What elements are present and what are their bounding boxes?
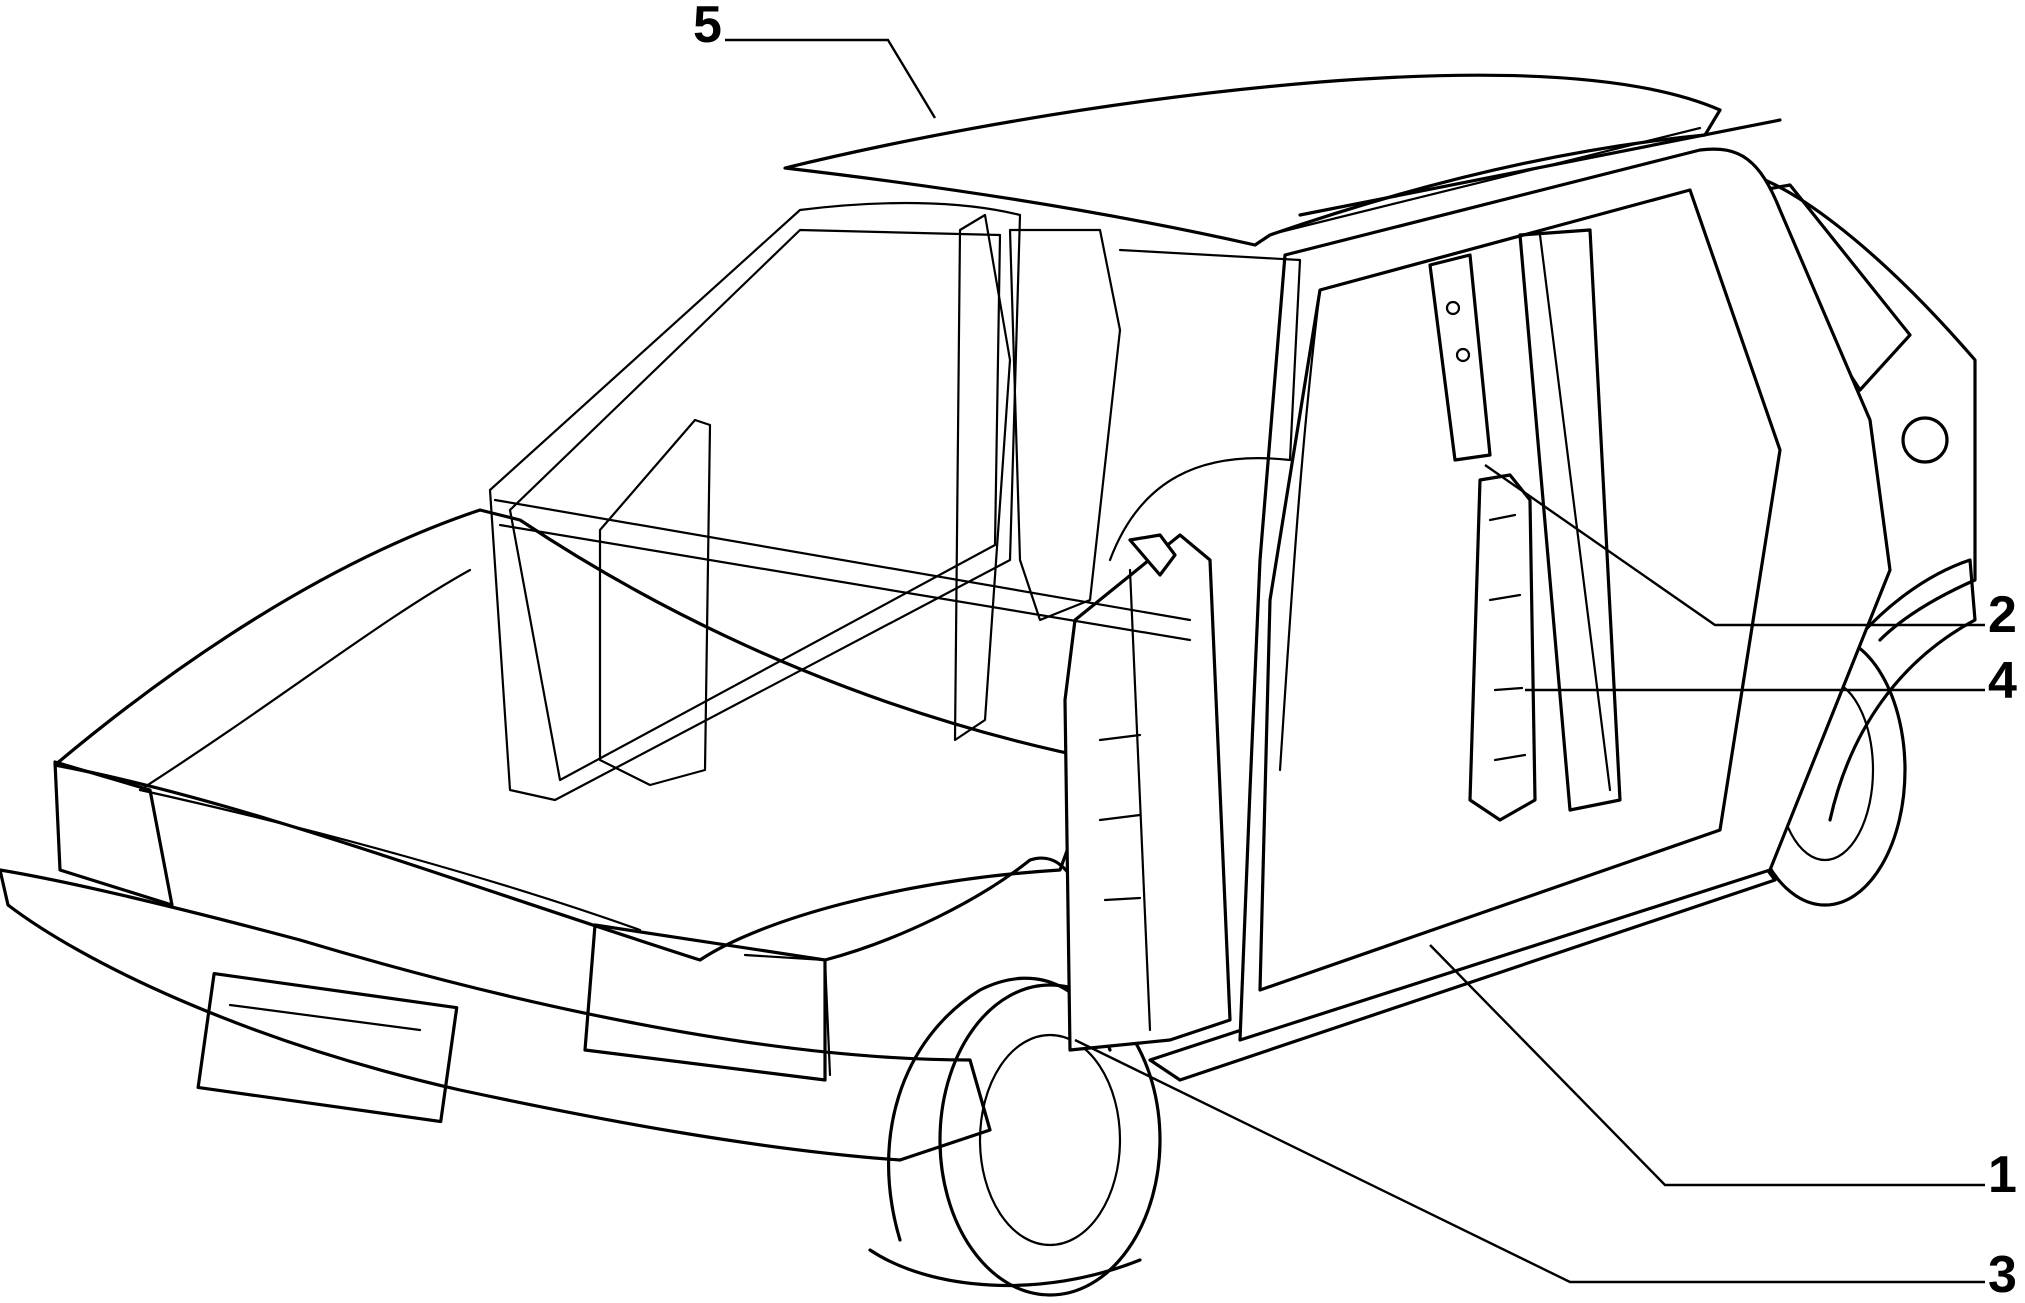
license-plate [196, 971, 459, 1124]
leader-5 [725, 38, 937, 119]
callouts: 5 2 4 1 3 [693, 0, 2017, 1303]
fuel-cap [1901, 416, 1949, 464]
side-frame [1238, 147, 1892, 1042]
inner-frame-exploded [488, 201, 1302, 802]
leader-1 [1429, 944, 1985, 1187]
leader-3 [1074, 1038, 1985, 1284]
rear-hatch [1723, 168, 1977, 642]
callout-3: 3 [1988, 1246, 2017, 1303]
headlight-left [53, 760, 174, 907]
inner-b-pillar [1428, 253, 1492, 462]
b-pillar-reinforcement [1468, 473, 1537, 822]
callout-1: 1 [1988, 1146, 2017, 1204]
a-pillar-assembly [1063, 533, 1232, 1052]
leader-lines [725, 38, 1985, 1284]
callout-4: 4 [1988, 652, 2017, 710]
callout-5: 5 [693, 0, 722, 54]
front-bumper [0, 868, 992, 1162]
callout-2: 2 [1988, 586, 2017, 644]
front-wheel [938, 983, 1162, 1297]
leader-2 [1484, 464, 1985, 627]
roof-panel [783, 73, 1782, 247]
headlight-right [583, 923, 827, 1082]
